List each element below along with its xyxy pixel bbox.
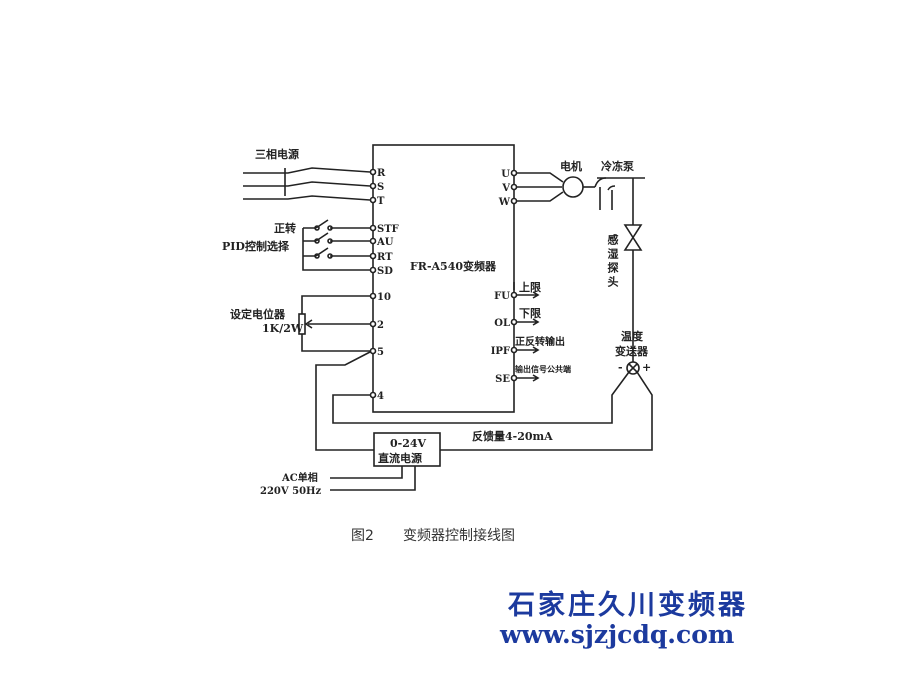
terminal-stf: [369, 224, 377, 232]
terminal-label-ipf: IPF: [491, 346, 510, 357]
terminal-label-au: AU: [376, 237, 394, 248]
terminal-label-rt: RT: [377, 252, 393, 263]
motor-icon: [562, 176, 584, 198]
inverter-box: [372, 144, 515, 413]
terminal-label-2: 2: [377, 320, 384, 331]
terminal-au: [369, 237, 377, 245]
sensor-pipe: [623, 178, 643, 362]
forward-label: 正转: [274, 221, 296, 235]
terminal-4: [369, 391, 377, 399]
caption-title: 变频器控制接线图: [403, 527, 515, 544]
fwd-rev-output-label: 正反转输出: [515, 335, 565, 348]
motor-wiring: [517, 172, 645, 210]
valve-icon: [623, 224, 643, 251]
terminal-10: [369, 292, 377, 300]
transmitter-minus: -: [618, 361, 623, 374]
potentiometer: [298, 295, 370, 352]
terminal-label-w: W: [498, 197, 511, 208]
watermark-url: www.sjzjcdq.com: [499, 620, 734, 649]
transmitter-cross: [628, 363, 638, 373]
lower-limit-label: 下限: [519, 306, 541, 320]
control-switches: [302, 219, 370, 271]
pot-value: 1K/2W: [262, 322, 304, 335]
watermark-company: 石家庄久川变频器: [507, 589, 748, 621]
ac-wiring: [330, 466, 416, 491]
ac-label: AC单相: [281, 471, 318, 484]
terminal-ipf: [510, 346, 518, 354]
terminal-r: [369, 168, 377, 176]
transmitter-label-2: 变送器: [615, 344, 649, 358]
terminal-label-u: U: [501, 169, 510, 180]
terminal-t: [369, 196, 377, 204]
power-lines: [243, 167, 371, 201]
power-label: 三相电源: [255, 147, 299, 161]
terminal-ol: [510, 318, 518, 326]
terminal-se: [510, 374, 518, 382]
terminal-label-r: R: [377, 168, 386, 179]
terminal-label-ol: OL: [494, 318, 510, 329]
terminal-s: [369, 182, 377, 190]
output-common-label: 输出信号公共端: [515, 364, 571, 374]
psu-label: 直流电源: [378, 451, 422, 465]
sensor-label: 感湿探头: [606, 234, 619, 290]
output-arrows: [513, 282, 540, 382]
terminal-label-v: V: [501, 183, 510, 194]
terminal-v: [510, 183, 518, 191]
terminal-w: [510, 197, 518, 205]
right-terminals: UVW FU OL IPF SE: [491, 169, 518, 385]
terminal-label-stf: STF: [377, 224, 399, 235]
ac-voltage-label: 220V 50Hz: [260, 486, 321, 497]
terminal-label-5: 5: [377, 347, 384, 358]
pump-label: 冷冻泵: [601, 159, 634, 173]
upper-limit-label: 上限: [519, 280, 541, 294]
terminal-rt: [369, 252, 377, 260]
terminal-u: [510, 169, 518, 177]
terminal-label-sd: SD: [377, 266, 393, 277]
terminal-sd: [369, 266, 377, 274]
terminal-2: [369, 320, 377, 328]
terminal-label-s: S: [377, 182, 384, 193]
dc-power-supply-box: [373, 432, 441, 467]
pot-label: 设定电位器: [230, 307, 286, 321]
terminal-5: [369, 347, 377, 355]
terminal-label-se: SE: [495, 374, 510, 385]
transmitter-label-1: 温度: [621, 329, 644, 343]
terminal-label-fu: FU: [494, 291, 510, 302]
psu-voltage: 0-24V: [390, 437, 427, 450]
feedback-wiring: [315, 351, 653, 451]
terminal-label-t: T: [377, 196, 385, 207]
caption-number: 图2: [351, 528, 374, 544]
pid-label: PID控制选择: [222, 239, 290, 253]
terminal-label-4: 4: [377, 391, 384, 402]
terminal-fu: [510, 291, 518, 299]
motor-label: 电机: [560, 159, 582, 173]
left-terminals: RST STF AU RT SD 10 2 5 4: [369, 168, 399, 402]
feedback-label: 反馈量4-20mA: [472, 429, 553, 443]
terminal-label-10: 10: [377, 292, 391, 303]
inverter-label: FR-A540变频器: [410, 259, 497, 273]
transmitter-plus: +: [642, 361, 651, 374]
